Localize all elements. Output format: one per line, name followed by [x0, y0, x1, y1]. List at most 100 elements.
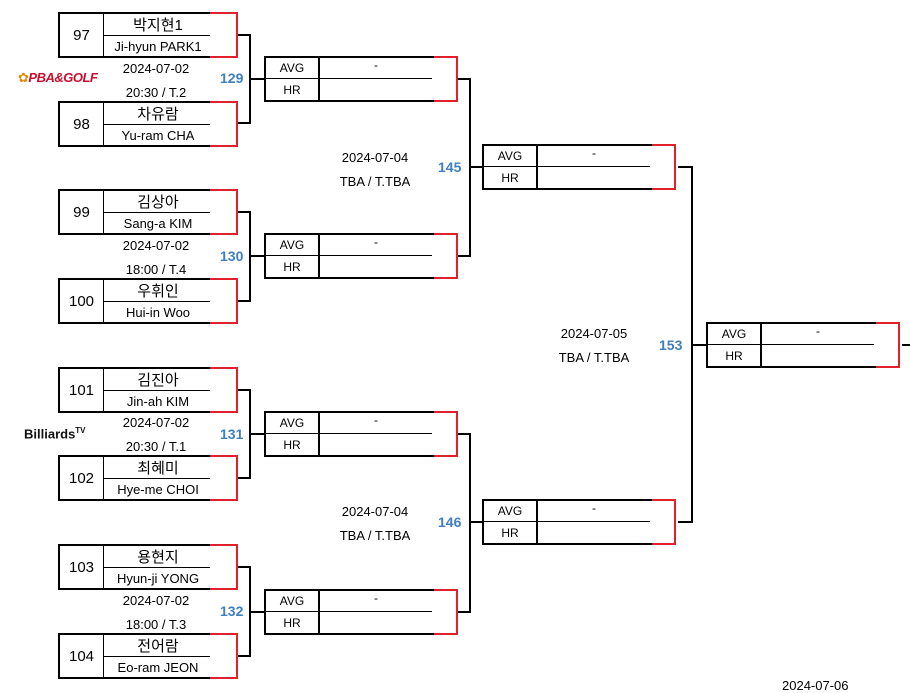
player-name-korean: 최혜미	[104, 457, 212, 479]
score-cell	[210, 278, 238, 324]
match-number: 129	[220, 70, 244, 86]
pba-golf-logo: ✿PBA&GOLF	[18, 70, 98, 85]
match-number: 132	[220, 603, 244, 619]
match-number: 146	[438, 514, 462, 530]
avg-value: -	[320, 591, 432, 612]
player-name-korean: 김진아	[104, 369, 212, 391]
match-date: 2024-07-05	[560, 326, 628, 341]
hr-value	[538, 167, 650, 188]
player-slot[interactable]: 97 박지현1 Ji-hyun PARK1	[58, 12, 238, 58]
seed-number: 102	[60, 457, 104, 499]
seed-number: 103	[60, 546, 104, 588]
winner-slot[interactable]: AVG HR -	[706, 322, 900, 368]
hr-label: HR	[283, 615, 301, 630]
hr-value	[320, 79, 432, 100]
score-cell	[210, 367, 238, 413]
seed-number: 98	[60, 103, 104, 145]
avg-label: AVG	[266, 591, 318, 612]
player-slot[interactable]: 101 김진아 Jin-ah KIM	[58, 367, 238, 413]
hr-value	[320, 612, 432, 633]
hr-value	[320, 434, 432, 455]
match-number: 145	[438, 159, 462, 175]
match-date: 2024-07-04	[341, 504, 409, 519]
avg-value: -	[320, 413, 432, 434]
player-name-korean: 용현지	[104, 546, 212, 568]
match-time-table: TBA / T.TBA	[339, 528, 411, 543]
player-name-english: Yu-ram CHA	[121, 127, 195, 143]
billiards-tv-logo: BilliardsTV	[24, 426, 86, 442]
player-slot[interactable]: 102 최혜미 Hye-me CHOI	[58, 455, 238, 501]
score-cell	[210, 189, 238, 235]
score-cell	[210, 101, 238, 147]
match-time-table: TBA / T.TBA	[558, 350, 630, 365]
avg-label: AVG	[484, 146, 536, 167]
hr-label: HR	[283, 437, 301, 452]
hr-value	[320, 256, 432, 277]
match-number: 130	[220, 248, 244, 264]
player-name-english: Sang-a KIM	[123, 215, 193, 231]
score-cell	[434, 233, 458, 279]
player-name-korean: 전어람	[104, 635, 212, 657]
player-name-korean: 김상아	[104, 191, 212, 213]
avg-value: -	[320, 58, 432, 79]
player-name-english: Eo-ram JEON	[117, 659, 199, 675]
avg-label: AVG	[266, 413, 318, 434]
seed-number: 99	[60, 191, 104, 233]
score-cell	[652, 144, 676, 190]
score-cell	[210, 12, 238, 58]
avg-label: AVG	[266, 58, 318, 79]
match-schedule: 2024-07-04 TBA / T.TBA	[315, 500, 435, 548]
player-slot[interactable]: 98 차유람 Yu-ram CHA	[58, 101, 238, 147]
hr-label: HR	[501, 170, 519, 185]
avg-value: -	[320, 235, 432, 256]
winner-slot[interactable]: AVG HR -	[482, 499, 676, 545]
seed-number: 104	[60, 635, 104, 677]
winner-slot[interactable]: AVG HR -	[264, 56, 458, 102]
winner-slot[interactable]: AVG HR -	[482, 144, 676, 190]
hr-label: HR	[725, 348, 743, 363]
hr-label: HR	[501, 525, 519, 540]
score-cell	[434, 411, 458, 457]
player-name-korean: 박지현1	[104, 14, 212, 36]
winner-slot[interactable]: AVG HR -	[264, 411, 458, 457]
score-cell	[210, 544, 238, 590]
score-cell	[876, 322, 900, 368]
winner-slot[interactable]: AVG HR -	[264, 233, 458, 279]
player-slot[interactable]: 99 김상아 Sang-a KIM	[58, 189, 238, 235]
match-time-table: 20:30 / T.2	[125, 85, 187, 100]
avg-value: -	[762, 324, 874, 345]
player-slot[interactable]: 104 전어람 Eo-ram JEON	[58, 633, 238, 679]
hr-value	[538, 522, 650, 543]
winner-slot[interactable]: AVG HR -	[264, 589, 458, 635]
match-date: 2024-07-02	[122, 61, 190, 76]
player-slot[interactable]: 103 용현지 Hyun-ji YONG	[58, 544, 238, 590]
match-schedule: 2024-07-02 18:00 / T.3	[96, 589, 216, 637]
score-cell	[434, 589, 458, 635]
match-schedule: 2024-07-04 TBA / T.TBA	[315, 146, 435, 194]
match-schedule: 2024-07-05 TBA / T.TBA	[534, 322, 654, 370]
match-schedule: 2024-07-02 20:30 / T.1	[96, 411, 216, 459]
player-slot[interactable]: 100 우휘인 Hui-in Woo	[58, 278, 238, 324]
match-time-table: TBA / T.TBA	[339, 174, 411, 189]
match-number: 153	[659, 337, 683, 353]
score-cell	[652, 499, 676, 545]
seed-number: 100	[60, 280, 104, 322]
avg-value: -	[538, 501, 650, 522]
player-name-english: Jin-ah KIM	[126, 393, 190, 409]
player-name-english: Hye-me CHOI	[117, 481, 199, 497]
avg-label: AVG	[484, 501, 536, 522]
player-name-english: Hyun-ji YONG	[116, 570, 200, 586]
player-name-korean: 차유람	[104, 103, 212, 125]
seed-number: 101	[60, 369, 104, 411]
avg-label: AVG	[266, 235, 318, 256]
player-name-korean: 우휘인	[104, 280, 212, 302]
match-number: 131	[220, 426, 244, 442]
match-schedule: 2024-07-02 20:30 / T.2	[96, 57, 216, 105]
score-cell	[434, 56, 458, 102]
match-time-table: 18:00 / T.4	[125, 262, 187, 277]
score-cell	[210, 633, 238, 679]
match-date: 2024-07-02	[122, 415, 190, 430]
match-time-table: 18:00 / T.3	[125, 617, 187, 632]
match-date: 2024-07-02	[122, 238, 190, 253]
match-time-table: 20:30 / T.1	[125, 439, 187, 454]
